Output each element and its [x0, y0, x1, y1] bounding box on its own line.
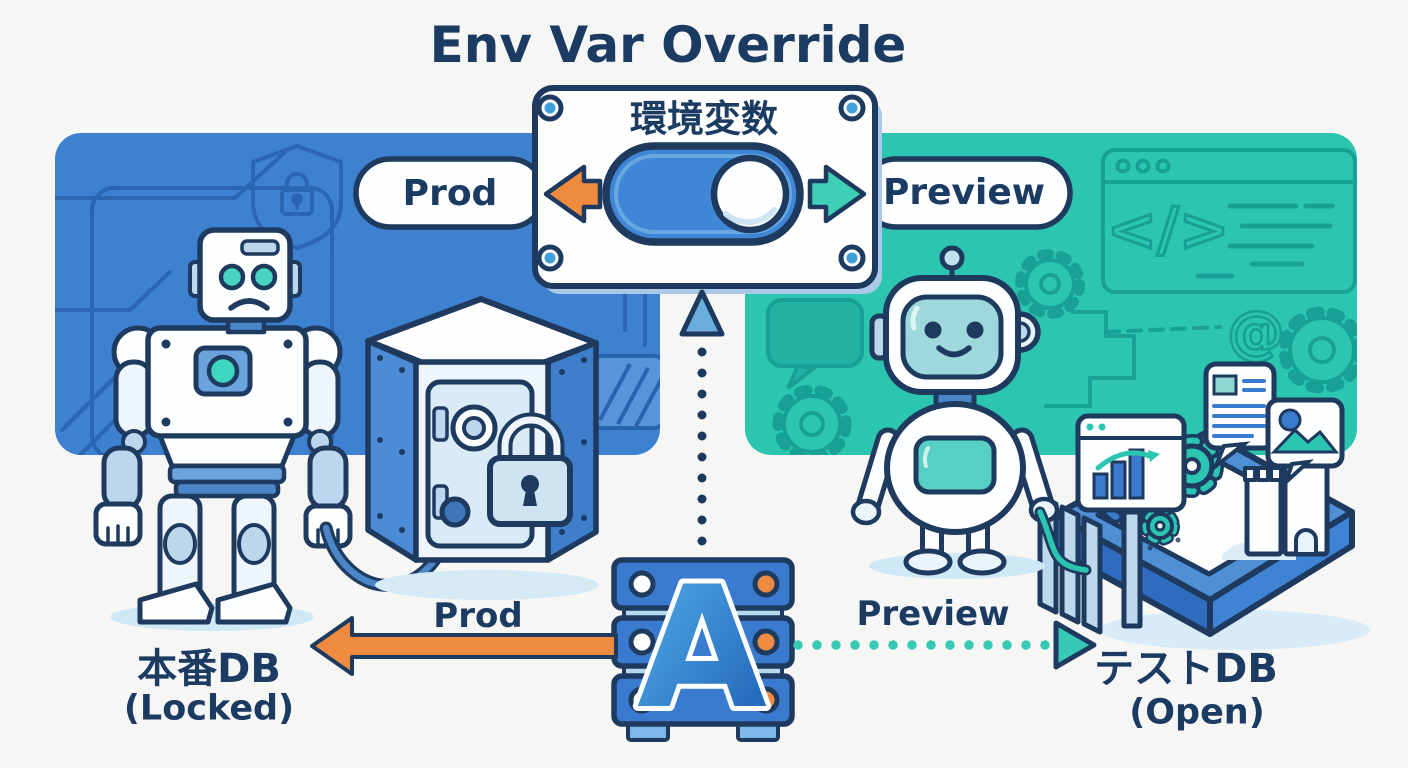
azure-logo-icon: A	[637, 550, 767, 746]
sandbox-shadow	[1100, 610, 1370, 650]
prod-robot	[93, 227, 353, 631]
override-dotted-arrow	[679, 289, 725, 561]
prod-flow-label: Prod	[433, 596, 523, 636]
robot-smile	[936, 345, 972, 358]
arrow-up-icon	[679, 289, 725, 337]
locked-safe	[365, 296, 599, 600]
arrow-right-icon	[1053, 620, 1097, 670]
page-title: Env Var Override	[429, 16, 907, 74]
prod-db-name: 本番DB	[137, 646, 281, 692]
env-var-toggle-box	[532, 85, 882, 294]
corner-screw-icon	[536, 94, 866, 272]
preview-db-name: テストDB	[1094, 646, 1278, 692]
robot-eye	[218, 263, 246, 291]
arrow-right-preview-icon	[807, 164, 867, 224]
server-lights	[628, 570, 780, 714]
image-bubble-icon	[1265, 397, 1345, 489]
preview-flow-arrow	[793, 620, 1097, 670]
code-lines	[1195, 203, 1335, 279]
prod-flow-arrow	[310, 616, 618, 676]
shield-lock-icon	[251, 144, 343, 250]
chest-button	[206, 354, 240, 388]
analytics-card-icon	[1075, 413, 1187, 513]
browser-window-icon	[1101, 148, 1357, 294]
safe-rivets	[377, 355, 587, 535]
prod-pill-label: Prod	[402, 173, 498, 214]
sandbox-gear-icon	[1140, 506, 1180, 546]
pipe-outline	[1044, 310, 1136, 408]
preview-panel-pattern: </> @	[766, 148, 1357, 455]
prod-db-state: (Locked)	[123, 688, 295, 729]
gear-outline-icon	[1278, 306, 1357, 394]
safe-shadow	[375, 570, 599, 600]
server-stack: A	[611, 545, 795, 751]
at-symbol-icon: @	[1227, 298, 1285, 366]
preview-flow-label: Preview	[856, 594, 1010, 634]
robot-eye	[924, 321, 942, 339]
toggle-box-label: 環境変数	[630, 97, 778, 141]
robot-eye	[250, 263, 278, 291]
preview-cable	[1034, 506, 1092, 576]
gear-outline-icon	[1015, 249, 1085, 319]
speech-bubble-icon	[766, 298, 864, 390]
env-toggle-switch[interactable]	[602, 142, 804, 246]
preview-robot-shadow	[869, 553, 1045, 579]
arrow-left-prod-icon	[543, 164, 603, 224]
document-bubble-icon	[1203, 361, 1277, 473]
code-tag-icon: </>	[1107, 195, 1229, 265]
face-screen	[900, 294, 1004, 380]
gear-outline-icon	[772, 384, 852, 455]
chest-screen	[913, 435, 997, 495]
robot-eye	[966, 321, 984, 339]
prod-panel-hatch-band	[590, 354, 660, 430]
preview-robot	[850, 245, 1060, 579]
padlock-icon	[487, 412, 573, 527]
antenna-ball	[939, 245, 965, 271]
cable-port	[439, 496, 471, 528]
preview-db-state: (Open)	[1129, 692, 1265, 733]
preview-pill-label: Preview	[882, 172, 1046, 213]
robot-frown	[228, 298, 270, 311]
